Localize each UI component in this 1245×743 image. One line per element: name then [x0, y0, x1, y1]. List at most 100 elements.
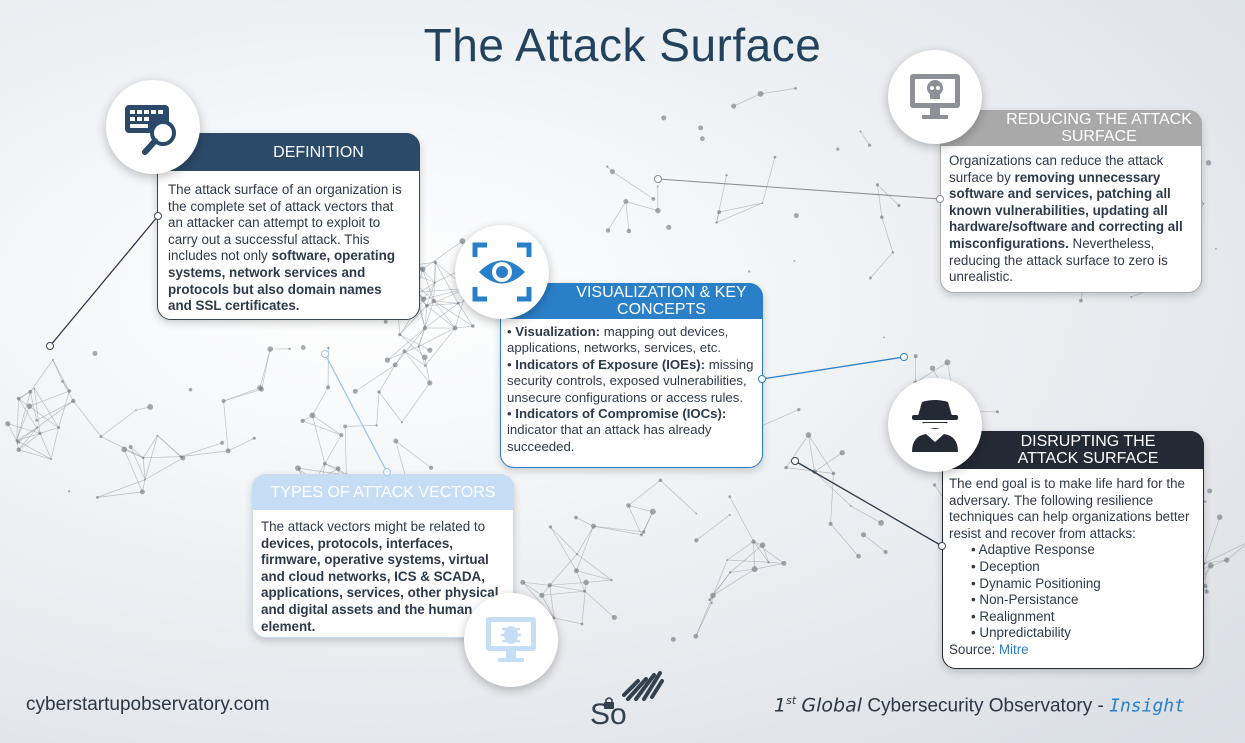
network-node: [1202, 202, 1205, 205]
network-edge: [16, 398, 20, 441]
network-edge: [730, 568, 755, 573]
network-edge: [401, 382, 431, 423]
network-edge: [37, 400, 74, 428]
techniques-list: Adaptive Response Deception Dynamic Posi…: [949, 542, 1197, 642]
source-link[interactable]: Mitre: [998, 641, 1029, 657]
network-node: [452, 325, 458, 331]
network-node: [878, 520, 884, 526]
network-node: [433, 281, 436, 284]
network-edge: [575, 517, 594, 527]
network-edge: [378, 364, 396, 393]
network-node: [400, 421, 403, 424]
network-edge: [753, 541, 785, 564]
network-node: [51, 358, 54, 361]
network-edge: [312, 415, 326, 464]
network-node: [655, 207, 661, 214]
network-edge: [830, 473, 834, 524]
network-node: [710, 592, 716, 599]
network-edge: [34, 388, 59, 428]
network-edge: [549, 584, 585, 592]
network-node: [591, 523, 597, 529]
network-edge: [34, 388, 41, 434]
network-node: [626, 228, 632, 234]
network-edge: [814, 452, 843, 472]
network-edge: [144, 457, 184, 480]
network-node: [71, 398, 76, 404]
network-node: [428, 465, 434, 470]
network-edge: [455, 325, 473, 329]
network-node: [392, 362, 398, 368]
network-node: [50, 458, 53, 461]
network-node: [611, 614, 617, 621]
network-edge: [18, 449, 52, 460]
network-node: [288, 347, 291, 351]
network-node: [606, 165, 609, 168]
network-edge: [73, 400, 102, 437]
network-node: [708, 598, 712, 602]
visualization-icon-circle: [455, 225, 549, 319]
tagline-global: Global: [801, 694, 863, 717]
network-edge: [97, 479, 146, 498]
network-edge: [399, 305, 428, 335]
network-node: [781, 560, 787, 566]
network-edge: [97, 491, 143, 498]
network-edge: [581, 582, 587, 625]
network-node: [699, 136, 705, 142]
network-edge: [1204, 543, 1245, 564]
network-edge: [124, 449, 144, 459]
network-node: [322, 461, 327, 466]
connector-dot: [758, 375, 766, 383]
logo-waves-icon: [622, 671, 664, 701]
network-node: [728, 513, 731, 516]
network-node: [300, 345, 306, 350]
network-edge: [716, 202, 763, 223]
reducing-title-line1: REDUCING THE ATTACK: [1006, 111, 1192, 128]
network-edge: [394, 327, 426, 366]
network-node: [16, 440, 21, 444]
network-node: [423, 364, 427, 367]
network-edge: [100, 436, 144, 459]
network-node: [267, 346, 274, 352]
network-node: [875, 183, 880, 187]
definition-title: DEFINITION: [273, 143, 364, 161]
network-edge: [259, 348, 271, 388]
network-edge: [16, 391, 31, 441]
network-node: [35, 418, 39, 422]
network-node: [433, 260, 438, 264]
network-edge: [522, 581, 550, 586]
network-node: [574, 515, 578, 520]
types-title: TYPES OF ATTACK VECTORS: [270, 483, 496, 501]
network-node: [793, 260, 796, 262]
network-node: [1130, 296, 1133, 298]
website-link[interactable]: cyberstartupobservatory.com: [26, 694, 270, 715]
network-node: [147, 404, 154, 410]
bug-monitor-icon: [486, 617, 536, 662]
network-node: [1205, 160, 1212, 166]
connector-dot: [900, 353, 908, 361]
network-node: [300, 418, 305, 423]
visualization-item: • Indicators of Compromise (IOCs): indic…: [507, 406, 727, 454]
network-node: [805, 432, 812, 438]
network-edge: [433, 300, 459, 304]
network-edge: [768, 561, 784, 564]
network-edge: [696, 514, 730, 541]
network-edge: [18, 398, 41, 434]
network-edge: [628, 480, 661, 506]
disrupting-title-line2: ATTACK SURFACE: [1017, 450, 1159, 467]
network-edge: [422, 269, 435, 302]
network-node: [539, 592, 545, 598]
network-node: [794, 86, 797, 90]
network-edge: [553, 617, 583, 625]
network-edge: [754, 563, 785, 570]
network-node: [1224, 557, 1230, 563]
connector-dot: [938, 542, 946, 550]
network-node: [36, 426, 39, 429]
connector-dot: [383, 468, 391, 476]
network-node: [797, 407, 801, 412]
network-node: [420, 296, 427, 302]
network-edge: [399, 334, 431, 351]
network-node: [793, 213, 799, 219]
network-node: [710, 601, 713, 604]
page-title: The Attack Surface: [423, 19, 822, 71]
network-node: [610, 578, 613, 582]
